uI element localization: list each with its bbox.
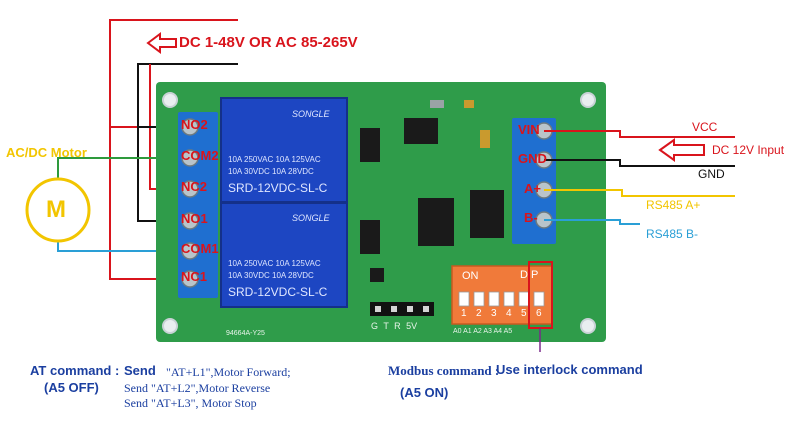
- dip-number-5: 5: [521, 308, 527, 319]
- relay-k2-rating-2: 10A 30VDC 10A 28VDC: [228, 167, 314, 176]
- at-command-line-2: Send "AT+L2",Motor Reverse: [124, 381, 271, 395]
- left-terminal-screws: [181, 118, 199, 288]
- terminal-label-gnd: GND: [518, 151, 547, 166]
- at-command-line-1: "AT+L1",Motor Forward;: [166, 365, 291, 379]
- relay-k1-brand: SONGLE: [292, 213, 330, 223]
- at-command-send: Send: [124, 363, 156, 378]
- dip-levers: [458, 291, 545, 307]
- board-id: 94664A-Y25: [226, 330, 265, 337]
- wire-vcc: [544, 130, 735, 138]
- terminal-label-nc2: NC2: [181, 179, 208, 194]
- dip-number-1: 1: [461, 308, 467, 319]
- dip-on-label: ON: [462, 270, 479, 282]
- terminal-label-com1: COM1: [181, 241, 219, 256]
- wire-com2-green: [57, 157, 190, 178]
- relay-k2: [220, 97, 348, 203]
- dc-input-label: DC 12V Input: [712, 143, 785, 157]
- dip-number-4: 4: [506, 308, 512, 319]
- relay-k1-rating-2: 10A 30VDC 10A 28VDC: [228, 271, 314, 280]
- motor-icon: [25, 177, 91, 243]
- terminal-label-no1: NO1: [181, 211, 208, 226]
- relay-k2-brand: SONGLE: [292, 109, 330, 119]
- dip-number-6: 6: [536, 308, 542, 319]
- relay-k1: [220, 202, 348, 308]
- at-command-line-3: Send "AT+L3", Motor Stop: [124, 396, 257, 410]
- pcb-components: [360, 100, 504, 282]
- terminal-label-b-minus: B-: [524, 210, 538, 225]
- rs485-b-label: RS485 B-: [646, 227, 699, 241]
- wire-rs485-a: [544, 189, 735, 197]
- relay-k1-rating-1: 10A 250VAC 10A 125VAC: [228, 259, 321, 268]
- mounting-holes: [162, 92, 596, 334]
- terminal-label-a-plus: A+: [524, 181, 541, 196]
- modbus-command-note: (A5 ON): [400, 385, 449, 400]
- vcc-label: VCC: [692, 120, 718, 134]
- terminal-label-vin: VIN: [518, 122, 540, 137]
- wire-gnd: [544, 159, 735, 167]
- dc-input-arrow-icon: [658, 138, 705, 162]
- dip-p-label: D P: [520, 269, 539, 281]
- modbus-command-title: Modbus command :: [388, 363, 500, 378]
- terminal-label-nc1: NC1: [181, 269, 208, 284]
- at-command-note: (A5 OFF): [44, 380, 99, 395]
- uart-pin-header: [370, 302, 434, 316]
- power-label: DC 1-48V OR AC 85-265V: [179, 34, 358, 51]
- relay-k1-model: SRD-12VDC-SL-C: [228, 285, 328, 299]
- dip-number-2: 2: [476, 308, 482, 319]
- dip-number-3: 3: [491, 308, 497, 319]
- at-command-title: AT command :: [30, 363, 120, 378]
- terminal-label-com2: COM2: [181, 148, 219, 163]
- motor-label: AC/DC Motor: [6, 145, 87, 160]
- wire-rs485-b: [544, 219, 640, 225]
- relay-k2-rating-1: 10A 250VAC 10A 125VAC: [228, 155, 321, 164]
- wire-com1-blue: [57, 240, 190, 252]
- dip-address-label: A0 A1 A2 A3 A4 A5: [453, 328, 513, 335]
- gnd-label: GND: [698, 167, 725, 181]
- header-pins-label: G T R 5V: [371, 321, 418, 331]
- relay-k2-model: SRD-12VDC-SL-C: [228, 181, 328, 195]
- terminal-label-no2: NO2: [181, 117, 208, 132]
- motor-symbol: M: [46, 196, 66, 223]
- rs485-a-label: RS485 A+: [646, 198, 701, 212]
- power-arrow-icon: [146, 32, 177, 54]
- right-wires: [544, 130, 735, 225]
- modbus-command-text: Use interlock command: [496, 362, 643, 377]
